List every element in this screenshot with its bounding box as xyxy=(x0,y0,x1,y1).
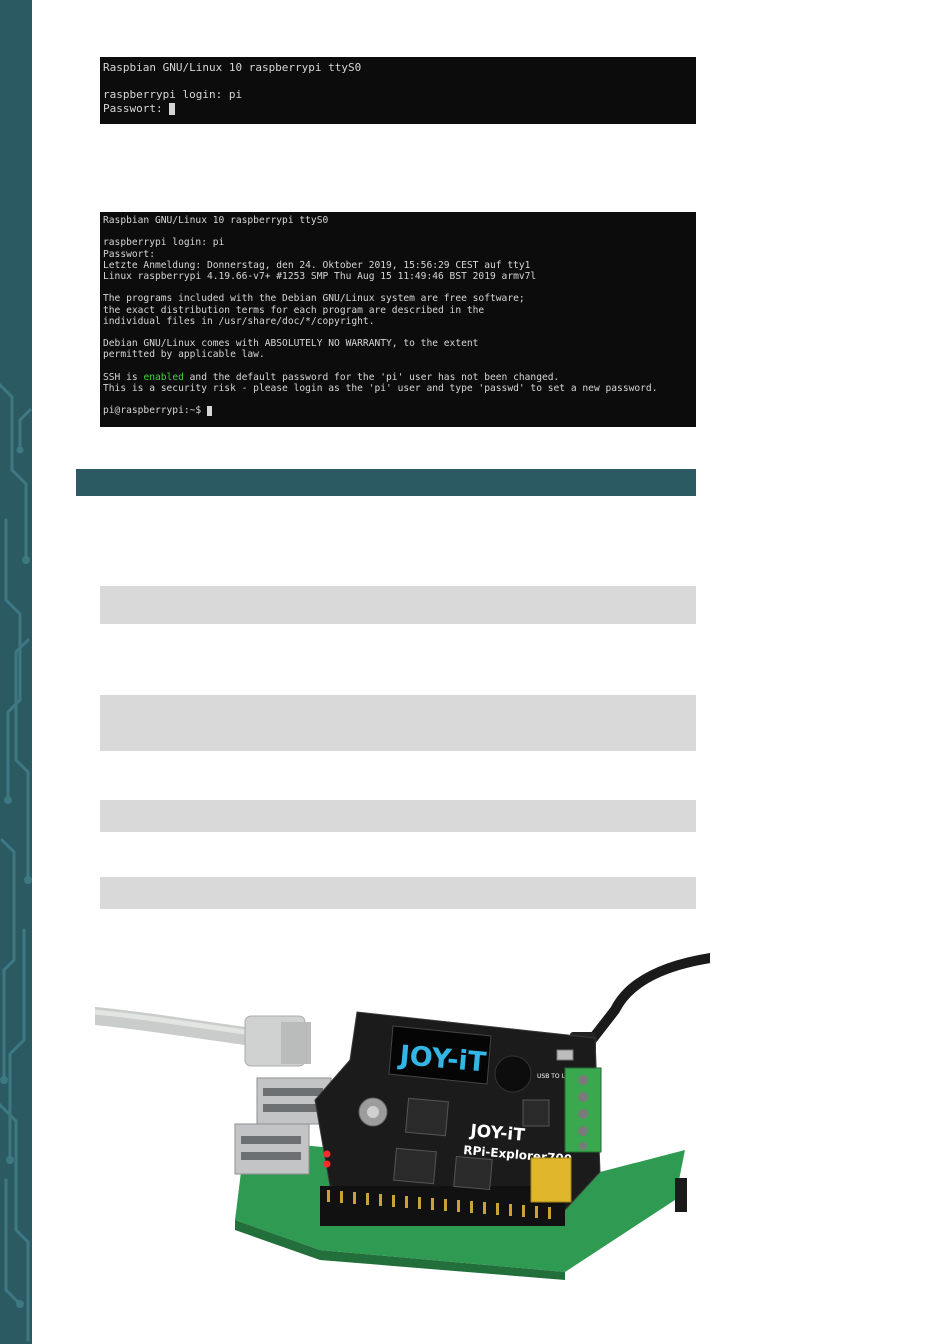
terminal-text: raspberrypi login: pi xyxy=(103,237,225,249)
terminal-line: Raspbian GNU/Linux 10 raspberrypi ttyS0 xyxy=(103,215,693,226)
terminal-line xyxy=(103,360,693,371)
terminal-line: Passwort: xyxy=(103,249,693,260)
terminal-line xyxy=(103,327,693,338)
terminal-text: The programs included with the Debian GN… xyxy=(103,293,525,305)
terminal-line: Debian GNU/Linux comes with ABSOLUTELY N… xyxy=(103,338,693,349)
code-box-1 xyxy=(100,586,696,624)
terminal-highlight-text: enabled xyxy=(143,371,184,383)
terminal-line: raspberrypi login: pi xyxy=(103,237,693,248)
terminal-text-segment: SSH is xyxy=(103,371,144,383)
terminal-line xyxy=(103,75,693,89)
terminal-text: Raspbian GNU/Linux 10 raspberrypi ttyS0 xyxy=(103,61,362,74)
terminal-text: Debian GNU/Linux comes with ABSOLUTELY N… xyxy=(103,338,479,350)
terminal-line: This is a security risk - please login a… xyxy=(103,383,693,394)
terminal-line xyxy=(103,226,693,237)
terminal-line: individual files in /usr/share/doc/*/cop… xyxy=(103,316,693,327)
code-box-4 xyxy=(100,877,696,909)
terminal-text: Passwort: xyxy=(103,101,170,115)
circuit-pattern-icon xyxy=(0,382,32,1342)
terminal-text: Raspbian GNU/Linux 10 raspberrypi ttyS0 xyxy=(103,215,329,226)
terminal-text: Letzte Anmeldung: Donnerstag, den 24. Ok… xyxy=(103,259,531,271)
terminal-line: permitted by applicable law. xyxy=(103,349,693,360)
terminal-text: individual files in /usr/share/doc/*/cop… xyxy=(103,315,375,327)
terminal-text: Passwort: xyxy=(103,248,155,260)
terminal-line xyxy=(103,282,693,293)
terminal-text: pi@raspberrypi:~$ xyxy=(103,405,207,417)
terminal-line: SSH is enabled and the default password … xyxy=(103,372,693,383)
product-photo: JOY-iT JOY-iT RPi-Explorer700 USB TO UAR… xyxy=(86,950,715,1280)
terminal-text: raspberrypi login: pi xyxy=(103,88,243,101)
terminal-text: permitted by applicable law. xyxy=(103,349,265,361)
terminal-cursor-icon xyxy=(206,406,212,417)
terminal-text: This is a security risk - please login a… xyxy=(103,382,658,394)
terminal-line: pi@raspberrypi:~$ xyxy=(103,405,693,417)
terminal-line: the exact distribution terms for each pr… xyxy=(103,305,693,316)
terminal-login-prompt: Raspbian GNU/Linux 10 raspberrypi ttyS0 r… xyxy=(100,57,696,124)
decorative-side-band xyxy=(0,0,32,1344)
usb-uart-label: USB TO UART xyxy=(537,1073,578,1080)
section-header-bar xyxy=(76,469,696,496)
terminal-text: Linux raspberrypi 4.19.66-v7+ #1253 SMP … xyxy=(103,270,537,282)
terminal-line xyxy=(103,394,693,405)
rpi-explorer-board-illustration: JOY-iT JOY-iT RPi-Explorer700 USB TO UAR… xyxy=(86,953,715,1280)
terminal-line: Linux raspberrypi 4.19.66-v7+ #1253 SMP … xyxy=(103,271,693,282)
terminal-login-session: Raspbian GNU/Linux 10 raspberrypi ttyS0 r… xyxy=(100,212,696,427)
code-box-2 xyxy=(100,695,696,751)
terminal-line: Raspbian GNU/Linux 10 raspberrypi ttyS0 xyxy=(103,61,693,75)
terminal-line: Passwort: xyxy=(103,102,693,116)
terminal-line: The programs included with the Debian GN… xyxy=(103,293,693,304)
board-brand-text: JOY-iT xyxy=(469,1121,526,1146)
terminal-line: Letzte Anmeldung: Donnerstag, den 24. Ok… xyxy=(103,260,693,271)
code-box-3 xyxy=(100,800,696,832)
terminal-text-segment: and the default password for the 'pi' us… xyxy=(183,371,560,383)
terminal-cursor-icon xyxy=(169,102,176,115)
oled-logo-text: JOY-iT xyxy=(396,1040,487,1079)
terminal-line: raspberrypi login: pi xyxy=(103,88,693,102)
terminal-text: the exact distribution terms for each pr… xyxy=(103,304,485,316)
